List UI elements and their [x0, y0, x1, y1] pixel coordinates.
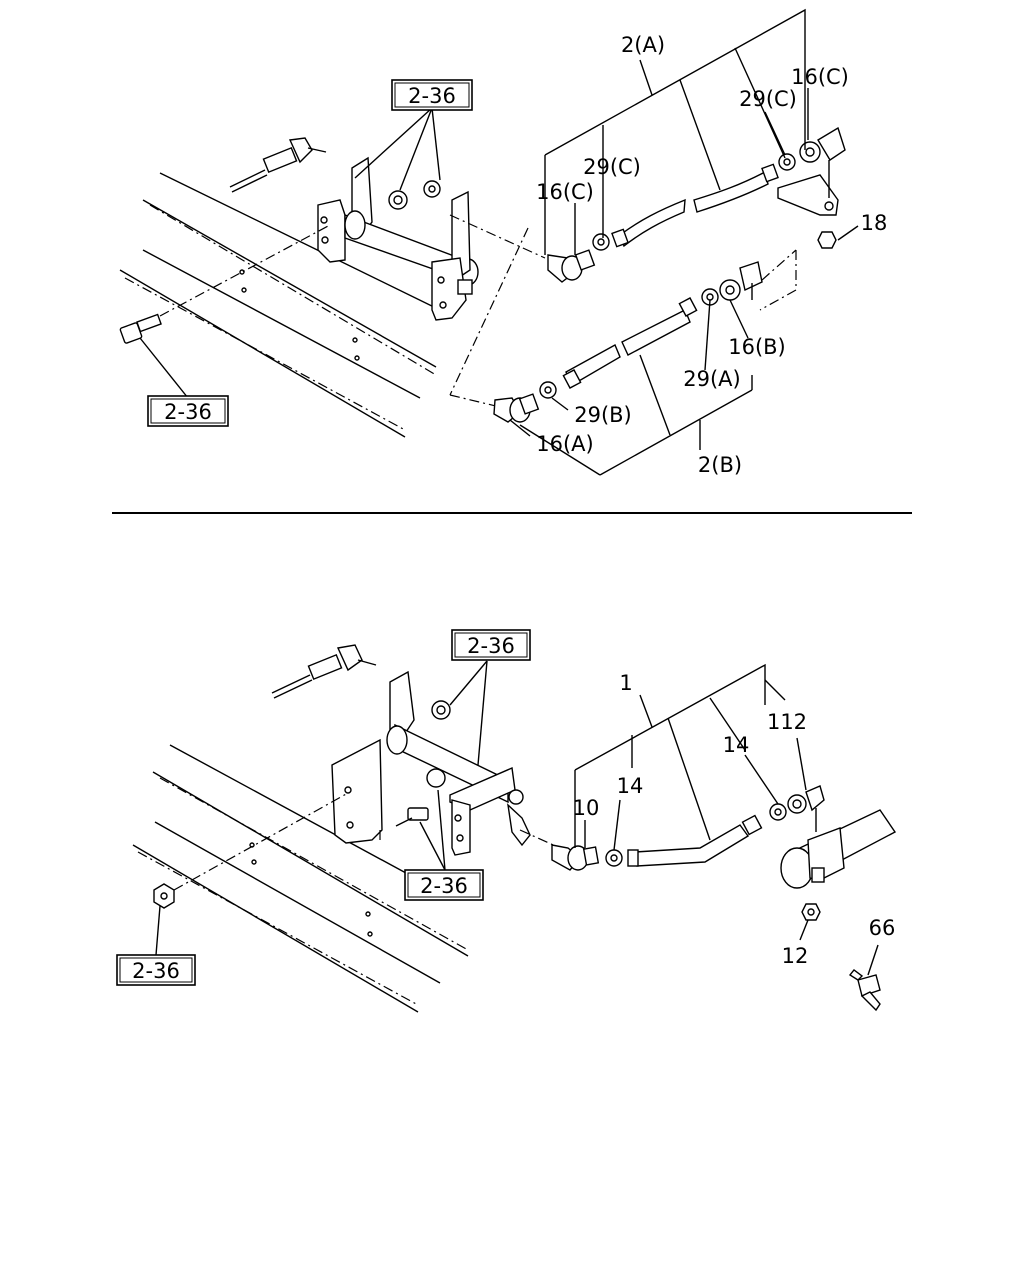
- callout-16c-upper: 16(C): [791, 65, 849, 89]
- fitting-16c-upper: [777, 126, 846, 216]
- lower-mount-bracket: [331, 670, 531, 856]
- ref-box-upper-top: 2-36: [391, 79, 473, 111]
- svg-text:2-36: 2-36: [467, 634, 515, 658]
- nut-18: [817, 225, 859, 249]
- upper-mount-bracket: [317, 156, 479, 321]
- callout-18: 18: [861, 211, 888, 235]
- svg-text:2-36: 2-36: [132, 959, 180, 983]
- hose-2a: [611, 163, 779, 248]
- lower-cable-end: [271, 644, 377, 699]
- pipe-assembly-1: [551, 785, 825, 871]
- callout-66: 66: [869, 916, 896, 940]
- lower-leader-lines: [155, 660, 879, 976]
- callout-10: 10: [573, 796, 600, 820]
- fitting-16b: [701, 261, 763, 306]
- upper-bolt: [119, 224, 331, 344]
- callout-16c-mid: 16(C): [536, 180, 594, 204]
- lower-nut: [153, 792, 349, 909]
- callout-29a: 29(A): [683, 367, 740, 391]
- ref-box-upper-left: 2-36: [147, 395, 229, 427]
- callout-14-left: 14: [617, 774, 644, 798]
- upper-leader-lines: [139, 8, 809, 476]
- svg-text:2-36: 2-36: [420, 874, 468, 898]
- callout-29c-mid: 29(C): [583, 155, 641, 179]
- ref-box-lower-left: 2-36: [116, 954, 196, 986]
- callout-1: 1: [619, 671, 632, 695]
- callout-29b: 29(B): [574, 403, 632, 427]
- svg-text:2-36: 2-36: [408, 84, 456, 108]
- upper-assembly: 2-36 2-36 2(A) 16(C) 29(C) 29(C) 16(C) 1…: [119, 8, 888, 477]
- nut-12: [801, 903, 821, 921]
- hose-2b: [562, 297, 698, 389]
- callout-16b: 16(B): [728, 335, 786, 359]
- callout-14-right: 14: [723, 733, 750, 757]
- lower-cylinder: [780, 809, 897, 889]
- callout-112: 112: [767, 710, 807, 734]
- svg-text:2-36: 2-36: [164, 400, 212, 424]
- callout-2b: 2(B): [698, 453, 742, 477]
- ref-box-lower-top: 2-36: [451, 629, 531, 661]
- upper-frame-rail: [119, 172, 441, 438]
- callout-12: 12: [782, 944, 809, 968]
- upper-bracket-nuts: [388, 180, 441, 210]
- clip-66: [848, 969, 881, 1012]
- callout-29c-upper: 29(C): [739, 87, 797, 111]
- ref-box-lower-mid: 2-36: [404, 869, 484, 901]
- fitting-16c-mid: [547, 233, 610, 283]
- lower-bracket-bolts: [395, 700, 451, 827]
- callout-16a: 16(A): [536, 432, 593, 456]
- upper-cable-end: [229, 137, 327, 193]
- callout-2a: 2(A): [621, 33, 665, 57]
- lower-assembly: 2-36 2-36 2-36 1 112 14 14 10 66 12: [116, 629, 897, 1013]
- fitting-16a: [493, 381, 557, 423]
